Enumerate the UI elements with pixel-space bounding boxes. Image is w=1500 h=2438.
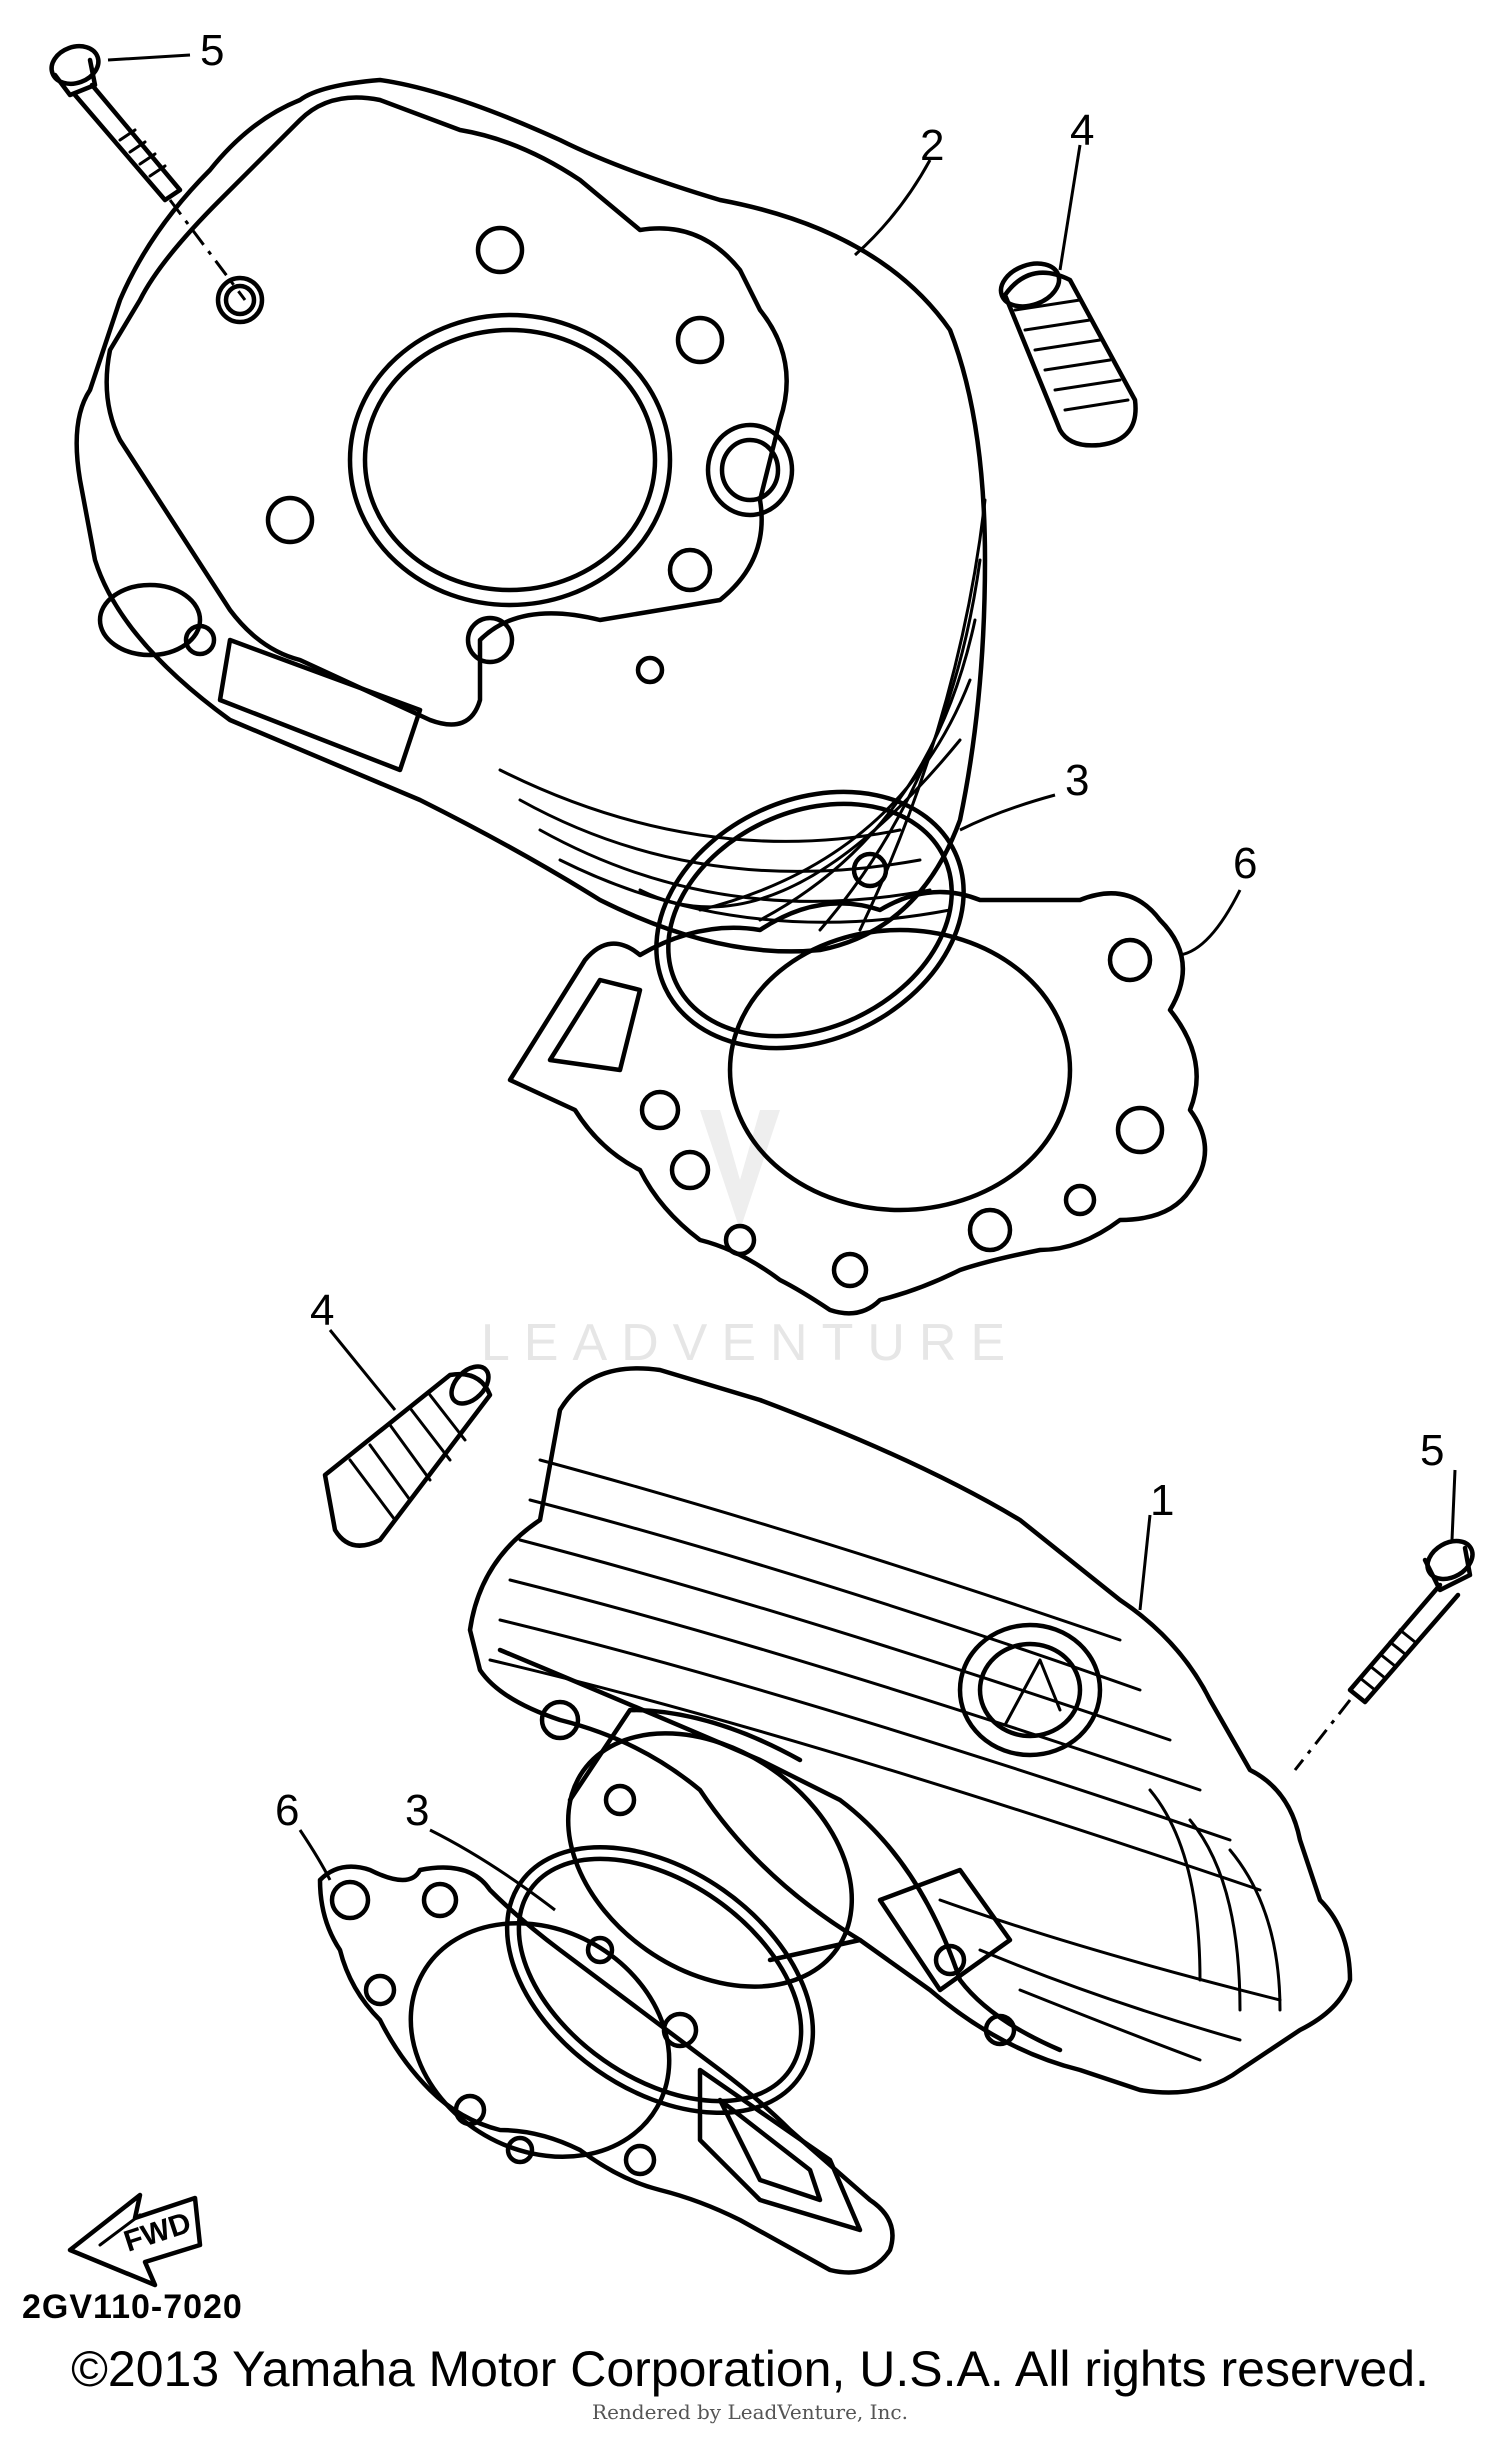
callout-5-bottom: 5 bbox=[1420, 1426, 1444, 1475]
cylinder-gasket-lower-part-6 bbox=[317, 1864, 895, 2275]
o-ring-lower-part-3 bbox=[504, 1844, 816, 2116]
dowel-pin-upper-part-4 bbox=[998, 261, 1138, 448]
callout-4-bottom: 4 bbox=[310, 1286, 334, 1335]
callout-3-top: 3 bbox=[1065, 756, 1089, 805]
cylinder-gasket-upper-part-6 bbox=[507, 889, 1208, 1316]
bolt-lower-part-5 bbox=[1347, 1538, 1475, 1705]
rendered-by-credit: Rendered by LeadVenture, Inc. bbox=[592, 2400, 908, 2424]
callout-6-top: 6 bbox=[1233, 839, 1257, 888]
diagram-part-code: 2GV110-7020 bbox=[22, 2288, 243, 2326]
callout-6-bottom: 6 bbox=[275, 1786, 299, 1835]
o-ring-upper-part-3 bbox=[654, 789, 966, 1051]
callout-5-top: 5 bbox=[200, 26, 224, 75]
rear-cylinder-part-2 bbox=[74, 77, 988, 954]
watermark-text: LEADVENTURE bbox=[481, 1314, 1019, 1372]
bolt-upper-centerline bbox=[168, 199, 247, 301]
callout-1: 1 bbox=[1150, 1476, 1174, 1525]
callout-4-top: 4 bbox=[1070, 106, 1094, 155]
callout-3-bottom: 3 bbox=[405, 1786, 429, 1835]
front-cylinder-part-1 bbox=[467, 1366, 1353, 2095]
callout-2: 2 bbox=[920, 121, 944, 170]
copyright-notice: ©2013 Yamaha Motor Corporation, U.S.A. A… bbox=[71, 2341, 1429, 2397]
callout-leaders bbox=[107, 53, 1457, 1912]
bolt-lower-centerline bbox=[1293, 1699, 1352, 1771]
forward-direction-arrow: FWD bbox=[67, 2192, 203, 2288]
leadventure-watermark: LEADVENTURE bbox=[481, 1110, 1019, 1372]
dowel-pin-lower-part-4 bbox=[322, 1364, 493, 1548]
bolt-upper-part-5 bbox=[49, 43, 183, 203]
